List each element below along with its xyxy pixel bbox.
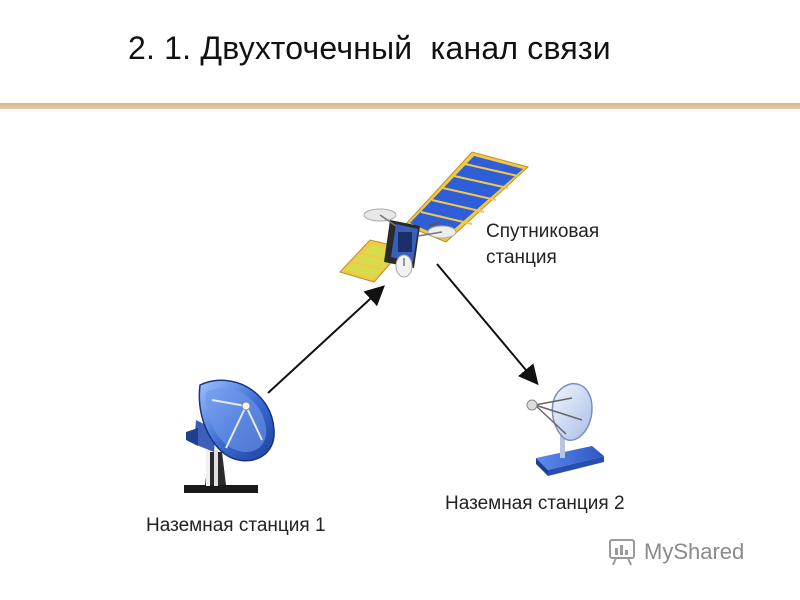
title-divider: [0, 103, 800, 109]
satellite-station-label-line2: станция: [486, 247, 557, 268]
ground-station-2-dish-icon: [526, 382, 604, 476]
ground-station-1-dish-icon: [184, 379, 275, 493]
uplink-arrow: [267, 285, 385, 394]
ground-station-2-label: Наземная станция 2: [445, 493, 625, 514]
watermark-logo-icon: [609, 539, 635, 566]
watermark: MyShared: [608, 538, 744, 566]
watermark-text: MyShared: [644, 539, 745, 564]
satellite-icon: [339, 151, 530, 283]
ground-station-1-label: Наземная станция 1: [146, 515, 326, 536]
slide-title: 2. 1. Двухточечный канал связи: [128, 30, 611, 66]
downlink-arrow: [436, 263, 539, 386]
satellite-station-label-line1: Спутниковая: [486, 221, 600, 242]
